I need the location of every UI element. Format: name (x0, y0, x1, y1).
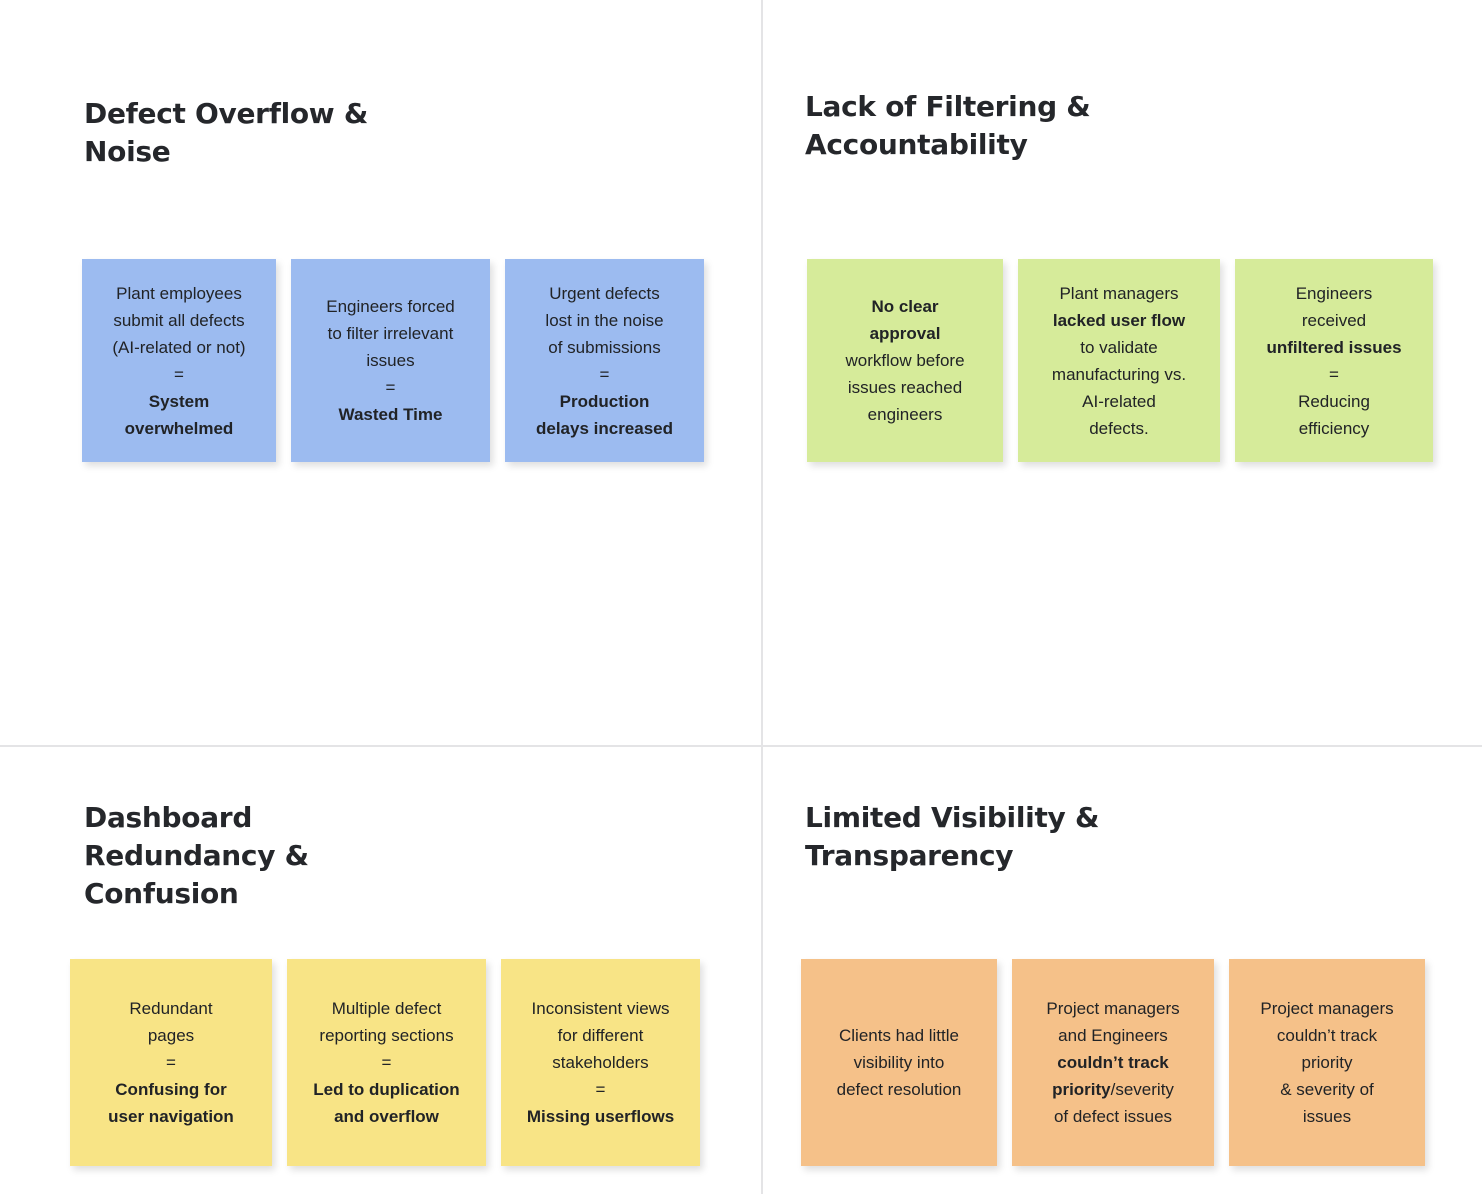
quadrant-limited-visibility-transparency: Limited Visibility & Transparency Client… (763, 747, 1482, 1194)
quadrant-title: Defect Overflow & Noise (84, 97, 368, 168)
horizontal-divider (0, 745, 1482, 747)
vertical-divider (761, 0, 763, 1194)
quadrant-lack-of-filtering-accountability: Lack of Filtering & Accountability No cl… (763, 0, 1482, 745)
quadrant-title: Lack of Filtering & Accountability (805, 90, 1091, 161)
quadrant-dashboard-redundancy-confusion: Dashboard Redundancy & Confusion Redunda… (0, 747, 761, 1194)
quadrant-title: Limited Visibility & Transparency (805, 801, 1100, 872)
quadrant-title: Dashboard Redundancy & Confusion (84, 801, 309, 910)
